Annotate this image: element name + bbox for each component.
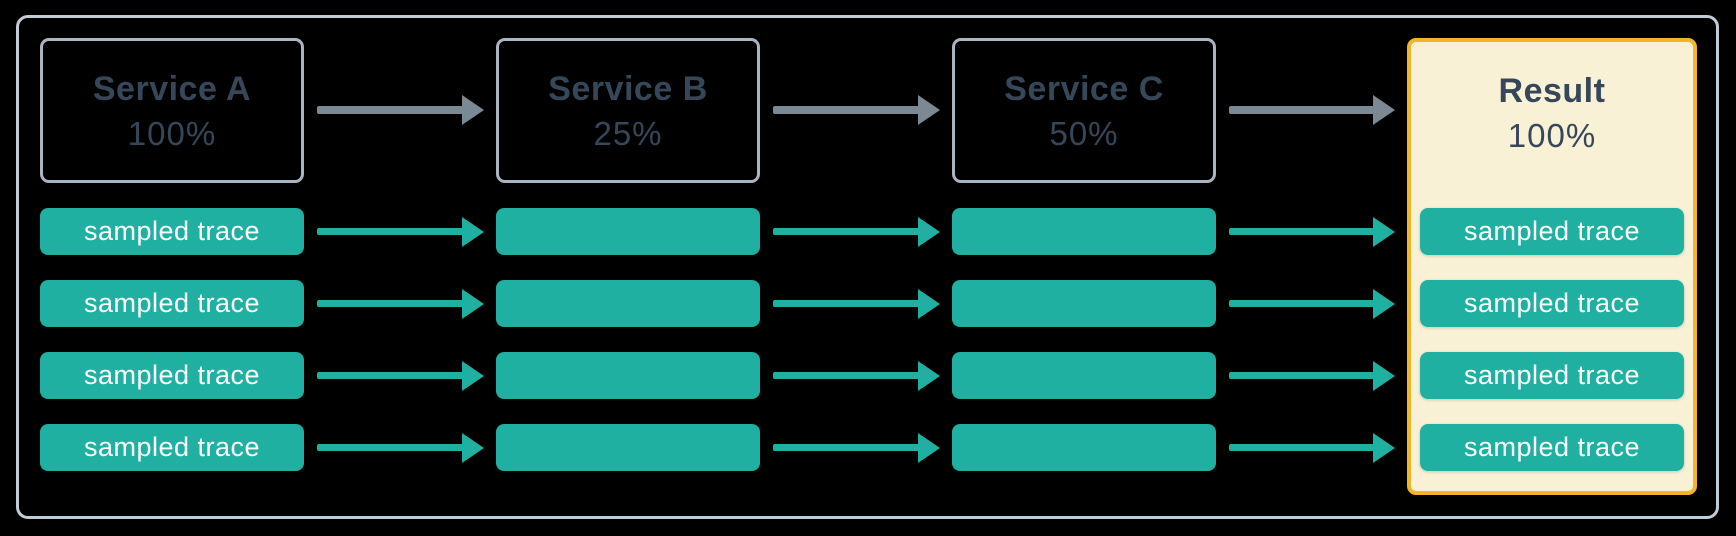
sampled-trace-pill: sampled trace xyxy=(1420,280,1684,327)
trace-flow-arrow xyxy=(317,288,484,319)
trace-flow-arrow xyxy=(773,360,940,391)
service-a-box: Service A 100% xyxy=(40,38,304,183)
trace-flow-arrow xyxy=(317,432,484,463)
arrow-shaft xyxy=(773,106,920,114)
trace-pill xyxy=(496,280,760,327)
service-c-percent: 50% xyxy=(1049,114,1119,152)
service-b-percent: 25% xyxy=(593,114,663,152)
trace-flow-arrow xyxy=(1229,360,1395,391)
trace-pill xyxy=(496,352,760,399)
trace-pill xyxy=(952,208,1216,255)
trace-flow-arrow xyxy=(1229,432,1395,463)
sampled-trace-pill: sampled trace xyxy=(1420,208,1684,255)
service-a-title: Service A xyxy=(92,69,252,108)
arrow-shaft xyxy=(773,300,920,307)
arrow-shaft xyxy=(1229,444,1375,451)
arrow-shaft xyxy=(317,444,464,451)
arrow-head xyxy=(918,95,940,125)
arrow-head xyxy=(462,288,484,319)
arrow-head xyxy=(1373,95,1395,125)
trace-flow-arrow xyxy=(317,360,484,391)
arrow-shaft xyxy=(1229,228,1375,235)
trace-flow-arrow xyxy=(773,288,940,319)
arrow-head xyxy=(462,360,484,391)
result-header: Result 100% xyxy=(1411,42,1693,183)
arrow-head xyxy=(1373,216,1395,247)
service-flow-arrow xyxy=(317,95,484,125)
arrow-shaft xyxy=(773,228,920,235)
arrow-head xyxy=(918,216,940,247)
arrow-head xyxy=(462,216,484,247)
service-flow-arrow xyxy=(773,95,940,125)
arrow-shaft xyxy=(317,372,464,379)
arrow-shaft xyxy=(1229,300,1375,307)
arrow-head xyxy=(918,432,940,463)
arrow-shaft xyxy=(317,300,464,307)
trace-flow-arrow xyxy=(773,432,940,463)
arrow-shaft xyxy=(317,106,464,114)
arrow-head xyxy=(1373,360,1395,391)
arrow-head xyxy=(462,95,484,125)
arrow-shaft xyxy=(773,444,920,451)
service-flow-arrow xyxy=(1229,95,1395,125)
service-b-box: Service B 25% xyxy=(496,38,760,183)
arrow-head xyxy=(1373,432,1395,463)
sampled-trace-pill: sampled trace xyxy=(40,424,304,471)
arrow-shaft xyxy=(1229,106,1375,114)
arrow-shaft xyxy=(773,372,920,379)
diagram-container-frame xyxy=(16,15,1719,519)
result-title: Result xyxy=(1498,71,1606,110)
arrow-head xyxy=(918,360,940,391)
service-c-box: Service C 50% xyxy=(952,38,1216,183)
trace-pill xyxy=(952,352,1216,399)
service-b-title: Service B xyxy=(548,69,708,108)
result-box: Result 100% xyxy=(1407,38,1697,495)
trace-flow-arrow xyxy=(1229,216,1395,247)
sampled-trace-pill: sampled trace xyxy=(40,280,304,327)
trace-pill xyxy=(952,280,1216,327)
service-c-title: Service C xyxy=(1004,69,1164,108)
trace-pill xyxy=(496,424,760,471)
trace-flow-arrow xyxy=(1229,288,1395,319)
service-a-percent: 100% xyxy=(127,114,217,152)
sampled-trace-pill: sampled trace xyxy=(40,208,304,255)
arrow-head xyxy=(462,432,484,463)
sampled-trace-pill: sampled trace xyxy=(40,352,304,399)
arrow-head xyxy=(918,288,940,319)
trace-pill xyxy=(496,208,760,255)
sampled-trace-pill: sampled trace xyxy=(1420,352,1684,399)
trace-pill xyxy=(952,424,1216,471)
sampled-trace-pill: sampled trace xyxy=(1420,424,1684,471)
trace-flow-arrow xyxy=(317,216,484,247)
arrow-head xyxy=(1373,288,1395,319)
result-percent: 100% xyxy=(1507,116,1597,154)
arrow-shaft xyxy=(317,228,464,235)
arrow-shaft xyxy=(1229,372,1375,379)
trace-flow-arrow xyxy=(773,216,940,247)
